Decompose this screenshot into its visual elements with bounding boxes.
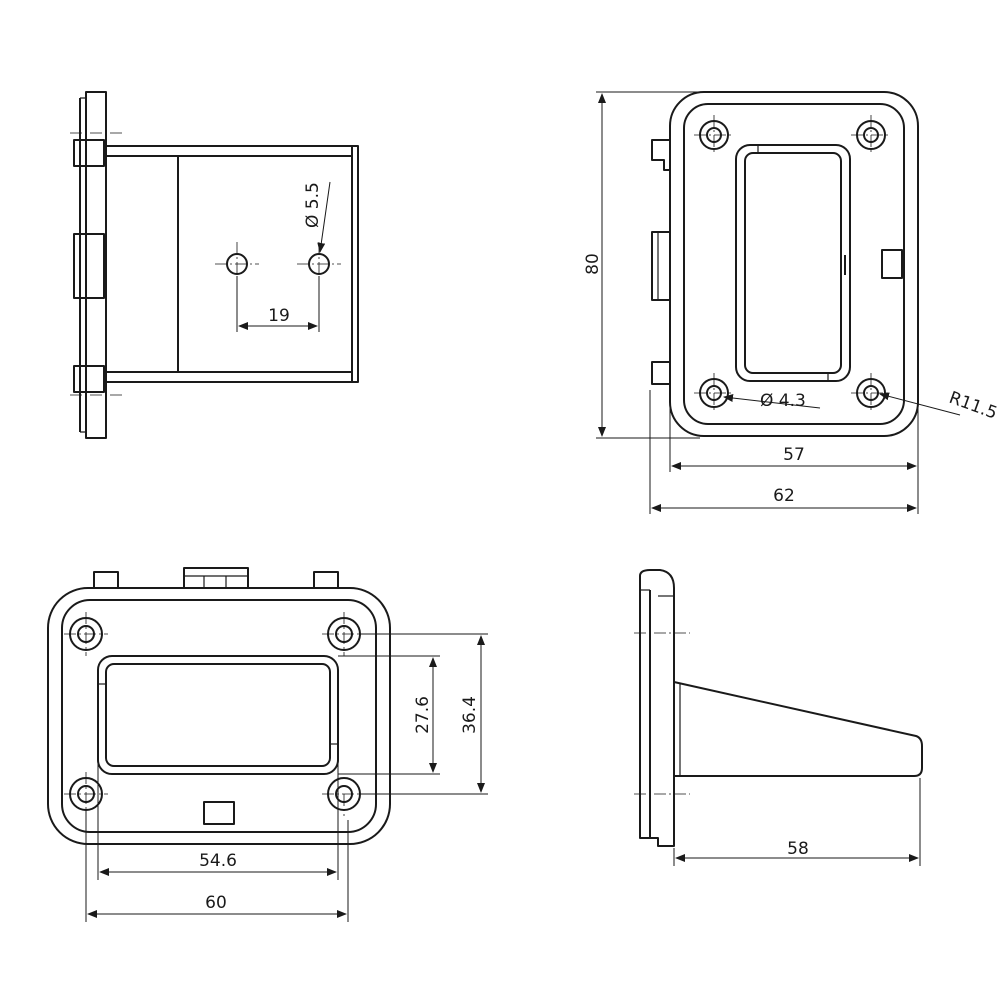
dim-corner-radius: R11.5 (946, 388, 1000, 424)
rear-view: 80 Ø 4.3 R11.5 57 62 (583, 91, 1000, 514)
dim-hole-spacing-vertical: 36.4 (460, 696, 480, 734)
dim-height: 80 (583, 253, 603, 275)
side-view: 19 Ø 5.5 (70, 91, 359, 439)
dim-hole-spacing: 19 (268, 306, 290, 326)
dim-small-hole: Ø 4.3 (760, 391, 806, 411)
dim-inner-width: 57 (783, 445, 805, 465)
dim-overall-width: 60 (205, 893, 227, 913)
dim-hole-diameter: Ø 5.5 (303, 182, 323, 228)
dim-outer-width: 62 (773, 486, 795, 506)
dim-depth: 58 (787, 839, 809, 859)
dim-slot-height: 27.6 (413, 696, 433, 734)
dim-hole-spacing-horizontal: 54.6 (199, 851, 237, 871)
front-view: 27.6 36.4 54.6 60 (47, 567, 488, 922)
profile-view: 58 (634, 569, 923, 866)
